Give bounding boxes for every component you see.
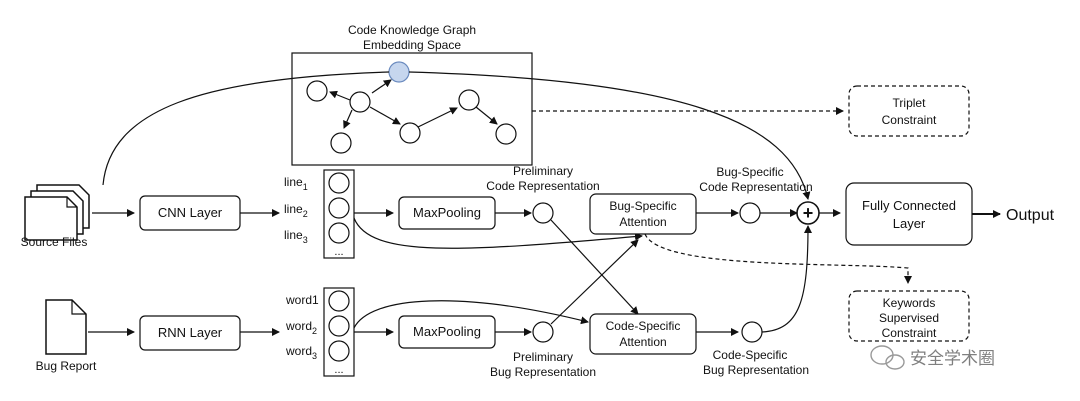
line-ellipsis: ... bbox=[334, 246, 343, 258]
combine-plus-symbol: + bbox=[803, 203, 814, 223]
bug-specific-attention-box bbox=[589, 193, 697, 235]
kg-node bbox=[399, 122, 421, 144]
wechat-icon bbox=[870, 345, 905, 370]
line-cell bbox=[328, 197, 350, 219]
line-cell bbox=[328, 172, 350, 194]
kg-edges bbox=[329, 79, 498, 129]
kg-node bbox=[306, 80, 328, 102]
code-attention-label-line1: Code-Specific bbox=[606, 319, 681, 333]
kg-to-combine-curve bbox=[408, 71, 811, 200]
words-to-code-attention-curve bbox=[353, 300, 589, 329]
line-2-label: line2 bbox=[284, 202, 308, 219]
codespec-bug-label-line1: Code-Specific bbox=[713, 348, 788, 362]
kg-title-line2: Embedding Space bbox=[363, 38, 461, 52]
line-3-label: line3 bbox=[284, 228, 308, 245]
source-files-icon bbox=[24, 184, 90, 241]
word-cell bbox=[328, 340, 350, 362]
bugspec-code-label-line2: Code Representation bbox=[699, 180, 812, 194]
code-specific-bug-node bbox=[741, 321, 763, 343]
code-specific-attention-box bbox=[589, 313, 697, 355]
kg-node bbox=[495, 123, 517, 145]
keywords-label-line2: Supervised bbox=[879, 311, 939, 325]
bug-report-icon bbox=[45, 299, 87, 355]
bug-specific-code-node bbox=[739, 202, 761, 224]
kg-node bbox=[330, 132, 352, 154]
prelim-code-label-line1: Preliminary bbox=[513, 164, 573, 178]
kg-node bbox=[349, 91, 371, 113]
prelim-code-to-code-attention bbox=[550, 219, 639, 315]
kg-node-highlighted bbox=[388, 61, 410, 83]
watermark: 安全学术圈 bbox=[870, 345, 995, 370]
codespec-bug-label-line2: Bug Representation bbox=[703, 363, 809, 377]
attention-to-keywords-dashed bbox=[644, 233, 912, 284]
bugspec-code-label-line1: Bug-Specific bbox=[716, 165, 783, 179]
prelim-bug-node bbox=[532, 321, 554, 343]
kg-embedding-box bbox=[291, 52, 533, 166]
lines-to-bug-attention-curve bbox=[353, 217, 643, 249]
word-3-label: word3 bbox=[285, 344, 317, 361]
maxpool-top-label: MaxPooling bbox=[413, 205, 481, 220]
rnn-layer-box bbox=[139, 315, 241, 351]
line-1-label: line1 bbox=[284, 175, 308, 192]
prelim-bug-to-bug-attention bbox=[550, 239, 639, 325]
keywords-constraint-box bbox=[848, 290, 970, 342]
line-cell bbox=[328, 222, 350, 244]
prelim-bug-label-line1: Preliminary bbox=[513, 350, 573, 364]
word-2-label: word2 bbox=[285, 319, 317, 336]
triplet-label-line1: Triplet bbox=[893, 96, 927, 110]
bug-report-label: Bug Report bbox=[36, 359, 97, 373]
word-ellipsis: ... bbox=[334, 364, 343, 376]
prelim-code-node bbox=[532, 202, 554, 224]
kg-title-line1: Code Knowledge Graph bbox=[348, 23, 476, 37]
code-attention-label-line2: Attention bbox=[619, 335, 666, 349]
maxpool-bottom-label: MaxPooling bbox=[413, 324, 481, 339]
bug-attention-label-line1: Bug-Specific bbox=[609, 199, 676, 213]
keywords-label-line3: Constraint bbox=[882, 326, 937, 340]
cnn-layer-label: CNN Layer bbox=[158, 205, 223, 220]
source-files-label: Source Files bbox=[21, 235, 88, 249]
watermark-text: 安全学术圈 bbox=[910, 349, 995, 369]
word-1-label: word1 bbox=[285, 293, 319, 307]
prelim-code-label-line2: Code Representation bbox=[486, 179, 599, 193]
fully-connected-layer-box bbox=[845, 182, 973, 246]
fc-label-line1: Fully Connected bbox=[862, 198, 956, 213]
triplet-constraint-box bbox=[848, 85, 970, 137]
codespec-to-combine-curve bbox=[761, 225, 812, 333]
word-cell bbox=[328, 290, 350, 312]
word-cell bbox=[328, 315, 350, 337]
kg-node bbox=[458, 89, 480, 111]
bug-attention-label-line2: Attention bbox=[619, 215, 666, 229]
fc-label-line2: Layer bbox=[893, 216, 926, 231]
rnn-layer-label: RNN Layer bbox=[158, 325, 223, 340]
keywords-label-line1: Keywords bbox=[883, 296, 936, 310]
output-label: Output bbox=[1006, 207, 1055, 224]
source-to-kg-curve bbox=[102, 71, 390, 186]
triplet-label-line2: Constraint bbox=[882, 113, 937, 127]
prelim-bug-label-line2: Bug Representation bbox=[490, 365, 596, 379]
